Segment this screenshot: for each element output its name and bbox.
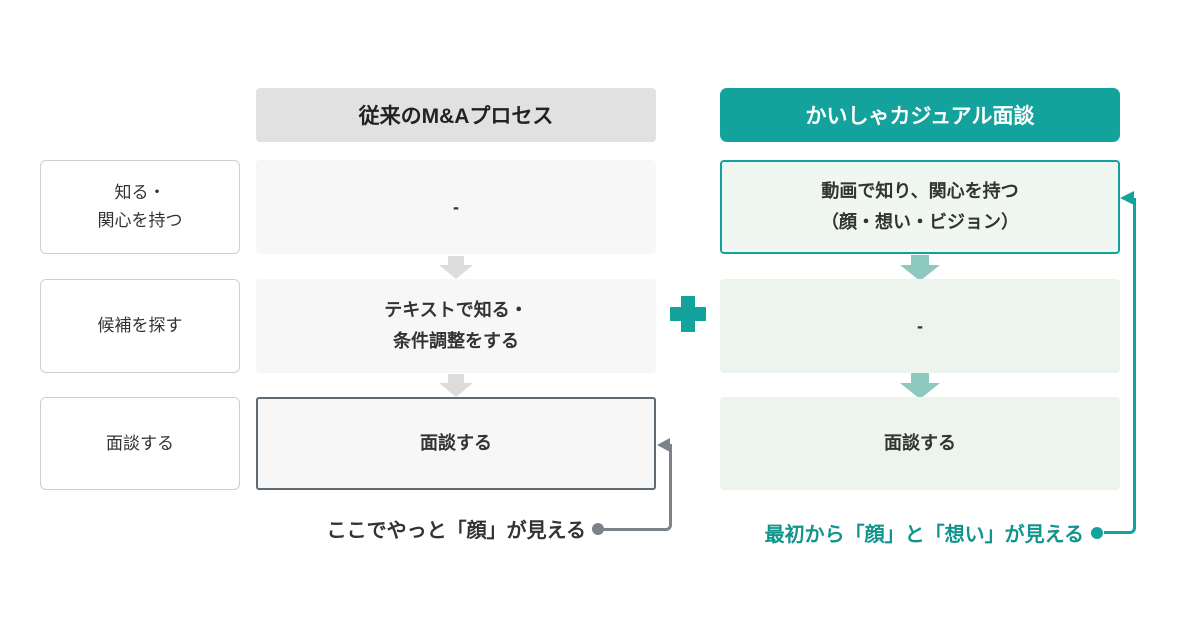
traditional-cell-search: テキストで知る・ 条件調整をする	[256, 279, 656, 373]
cell-text: 条件調整をする	[393, 331, 519, 351]
casual-cell-video: 動画で知り、関心を持つ （顔・想い・ビジョン）	[720, 160, 1120, 254]
step-label-line: 面談する	[106, 433, 174, 453]
cell-text: -	[453, 196, 459, 217]
traditional-header-label: 従来のM&Aプロセス	[358, 105, 554, 128]
arrow-down-icon	[439, 374, 473, 397]
arrow-down-icon	[900, 255, 940, 281]
casual-column-header: かいしゃカジュアル面談	[720, 88, 1120, 142]
casual-cell-search: -	[720, 279, 1120, 373]
step-label-line: 候補を探す	[97, 316, 183, 335]
arrow-down-icon	[900, 373, 940, 399]
casual-annotation: 最初から「顔」と「想い」が見える	[764, 524, 1084, 546]
connector-dot	[1091, 527, 1103, 539]
step-label-know: 知る・ 関心を持つ	[40, 160, 240, 254]
connector-line	[602, 444, 672, 531]
arrow-left-icon	[657, 438, 670, 452]
arrow-down-icon	[439, 256, 473, 279]
casual-cell-meet: 面談する	[720, 397, 1120, 490]
cell-text: 動画で知り、関心を持つ	[821, 181, 1019, 201]
traditional-column-header: 従来のM&Aプロセス	[256, 88, 656, 142]
step-label-line: 知る・	[114, 183, 166, 202]
traditional-cell-know: -	[256, 160, 656, 254]
connector-dot	[592, 523, 604, 535]
cell-text: 面談する	[884, 433, 956, 453]
traditional-cell-meet: 面談する	[256, 397, 656, 490]
plus-icon	[670, 296, 706, 332]
step-label-search: 候補を探す	[40, 279, 240, 373]
cell-text: -	[917, 315, 923, 336]
traditional-annotation: ここでやっと「顔」が見える	[326, 520, 586, 542]
cell-text: テキストで知る・	[384, 300, 528, 320]
step-label-line: 関心を持つ	[97, 211, 183, 230]
casual-header-label: かいしゃカジュアル面談	[805, 105, 1035, 128]
step-label-meet: 面談する	[40, 397, 240, 490]
arrow-left-icon	[1120, 191, 1134, 205]
cell-text: （顔・想い・ビジョン）	[821, 212, 1019, 232]
connector-line	[1104, 198, 1136, 534]
cell-text: 面談する	[420, 433, 492, 453]
